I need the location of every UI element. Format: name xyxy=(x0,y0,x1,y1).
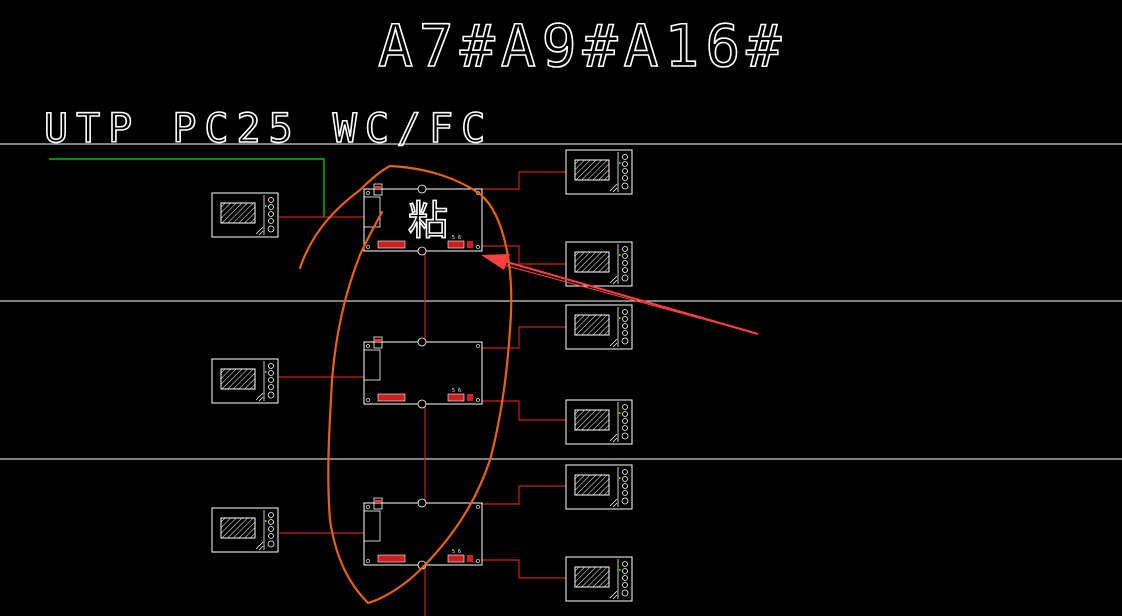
cable-spec-label: UTP PC25 WC/FC xyxy=(44,106,493,152)
switch-box-floor-3[interactable] xyxy=(363,497,483,570)
monitor-icon[interactable] xyxy=(211,192,279,238)
monitor-icon[interactable] xyxy=(565,399,633,445)
annotation-arrow-head xyxy=(481,254,510,270)
annotation-arrow-shaft-2 xyxy=(499,263,759,335)
annotation-circle xyxy=(298,164,513,605)
monitor-icon[interactable] xyxy=(565,556,633,602)
monitor-icon[interactable] xyxy=(211,507,279,553)
branch-line xyxy=(481,485,566,505)
monitor-icon[interactable] xyxy=(565,464,633,510)
monitor-icon[interactable] xyxy=(565,304,633,350)
branch-line xyxy=(481,171,566,190)
building-title: A7#A9#A16# xyxy=(378,12,787,80)
branch-line xyxy=(481,245,566,265)
monitor-icon[interactable] xyxy=(565,149,633,195)
branch-line xyxy=(481,326,566,349)
branch-line xyxy=(481,559,566,579)
switch-box-floor-2[interactable] xyxy=(363,336,483,409)
monitor-icon[interactable] xyxy=(211,358,279,404)
box-label: 粘 xyxy=(408,198,448,244)
green-feed-line xyxy=(49,158,325,217)
monitor-icon[interactable] xyxy=(565,241,633,287)
annotation-arrow-shaft xyxy=(499,259,759,335)
branch-line xyxy=(481,400,566,421)
